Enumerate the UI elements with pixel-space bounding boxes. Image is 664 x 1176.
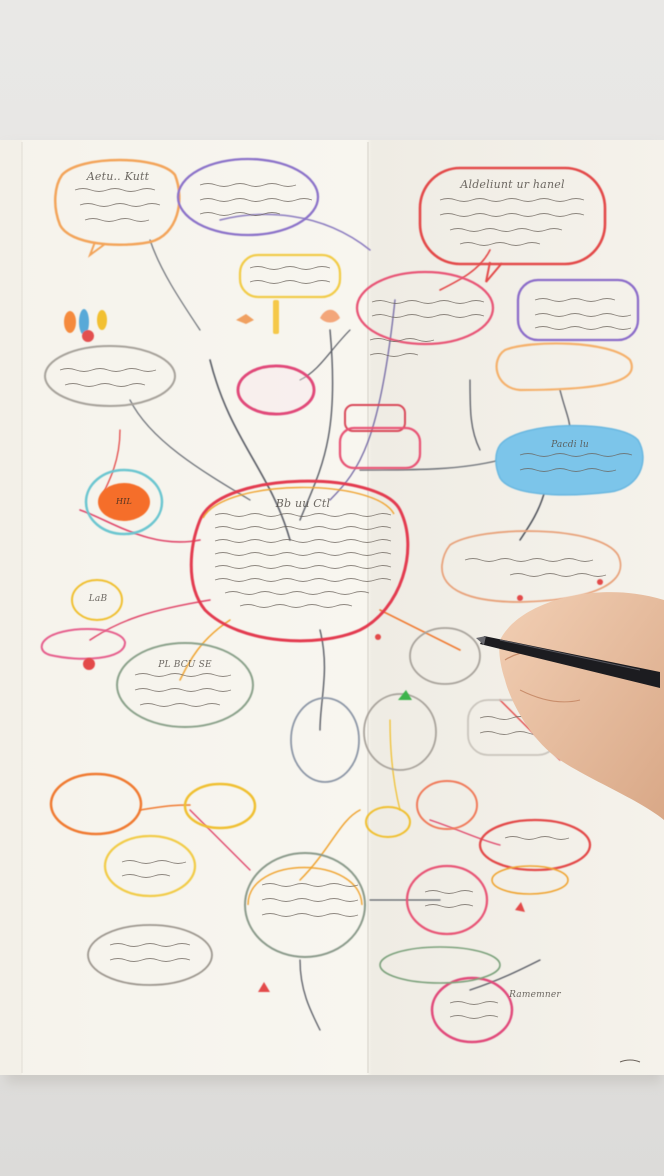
node-pink-left — [40, 628, 127, 660]
mind-map-nodes — [40, 157, 644, 1044]
node-pink-oval — [236, 364, 316, 416]
scribbles — [59, 183, 633, 1019]
hand-with-pen — [476, 592, 664, 820]
node-orange-right — [495, 342, 633, 392]
doodles — [64, 300, 603, 992]
node-top-left — [54, 158, 181, 246]
node-central — [189, 479, 410, 643]
pen-icon — [480, 636, 660, 688]
node-green-gray — [116, 642, 254, 728]
node-pink-top — [355, 270, 495, 346]
node-label-2 — [338, 426, 422, 470]
node-gray-left — [44, 345, 176, 407]
node-top-right — [418, 166, 607, 266]
node-purple-right — [516, 278, 640, 342]
node-small-label — [344, 404, 406, 432]
node-top-purple — [176, 157, 320, 237]
node-teal-ring — [84, 468, 164, 536]
node-small-left — [71, 579, 123, 621]
node-blue — [495, 424, 644, 496]
node-orange-dot — [98, 483, 150, 521]
node-yellow-top — [238, 253, 342, 299]
